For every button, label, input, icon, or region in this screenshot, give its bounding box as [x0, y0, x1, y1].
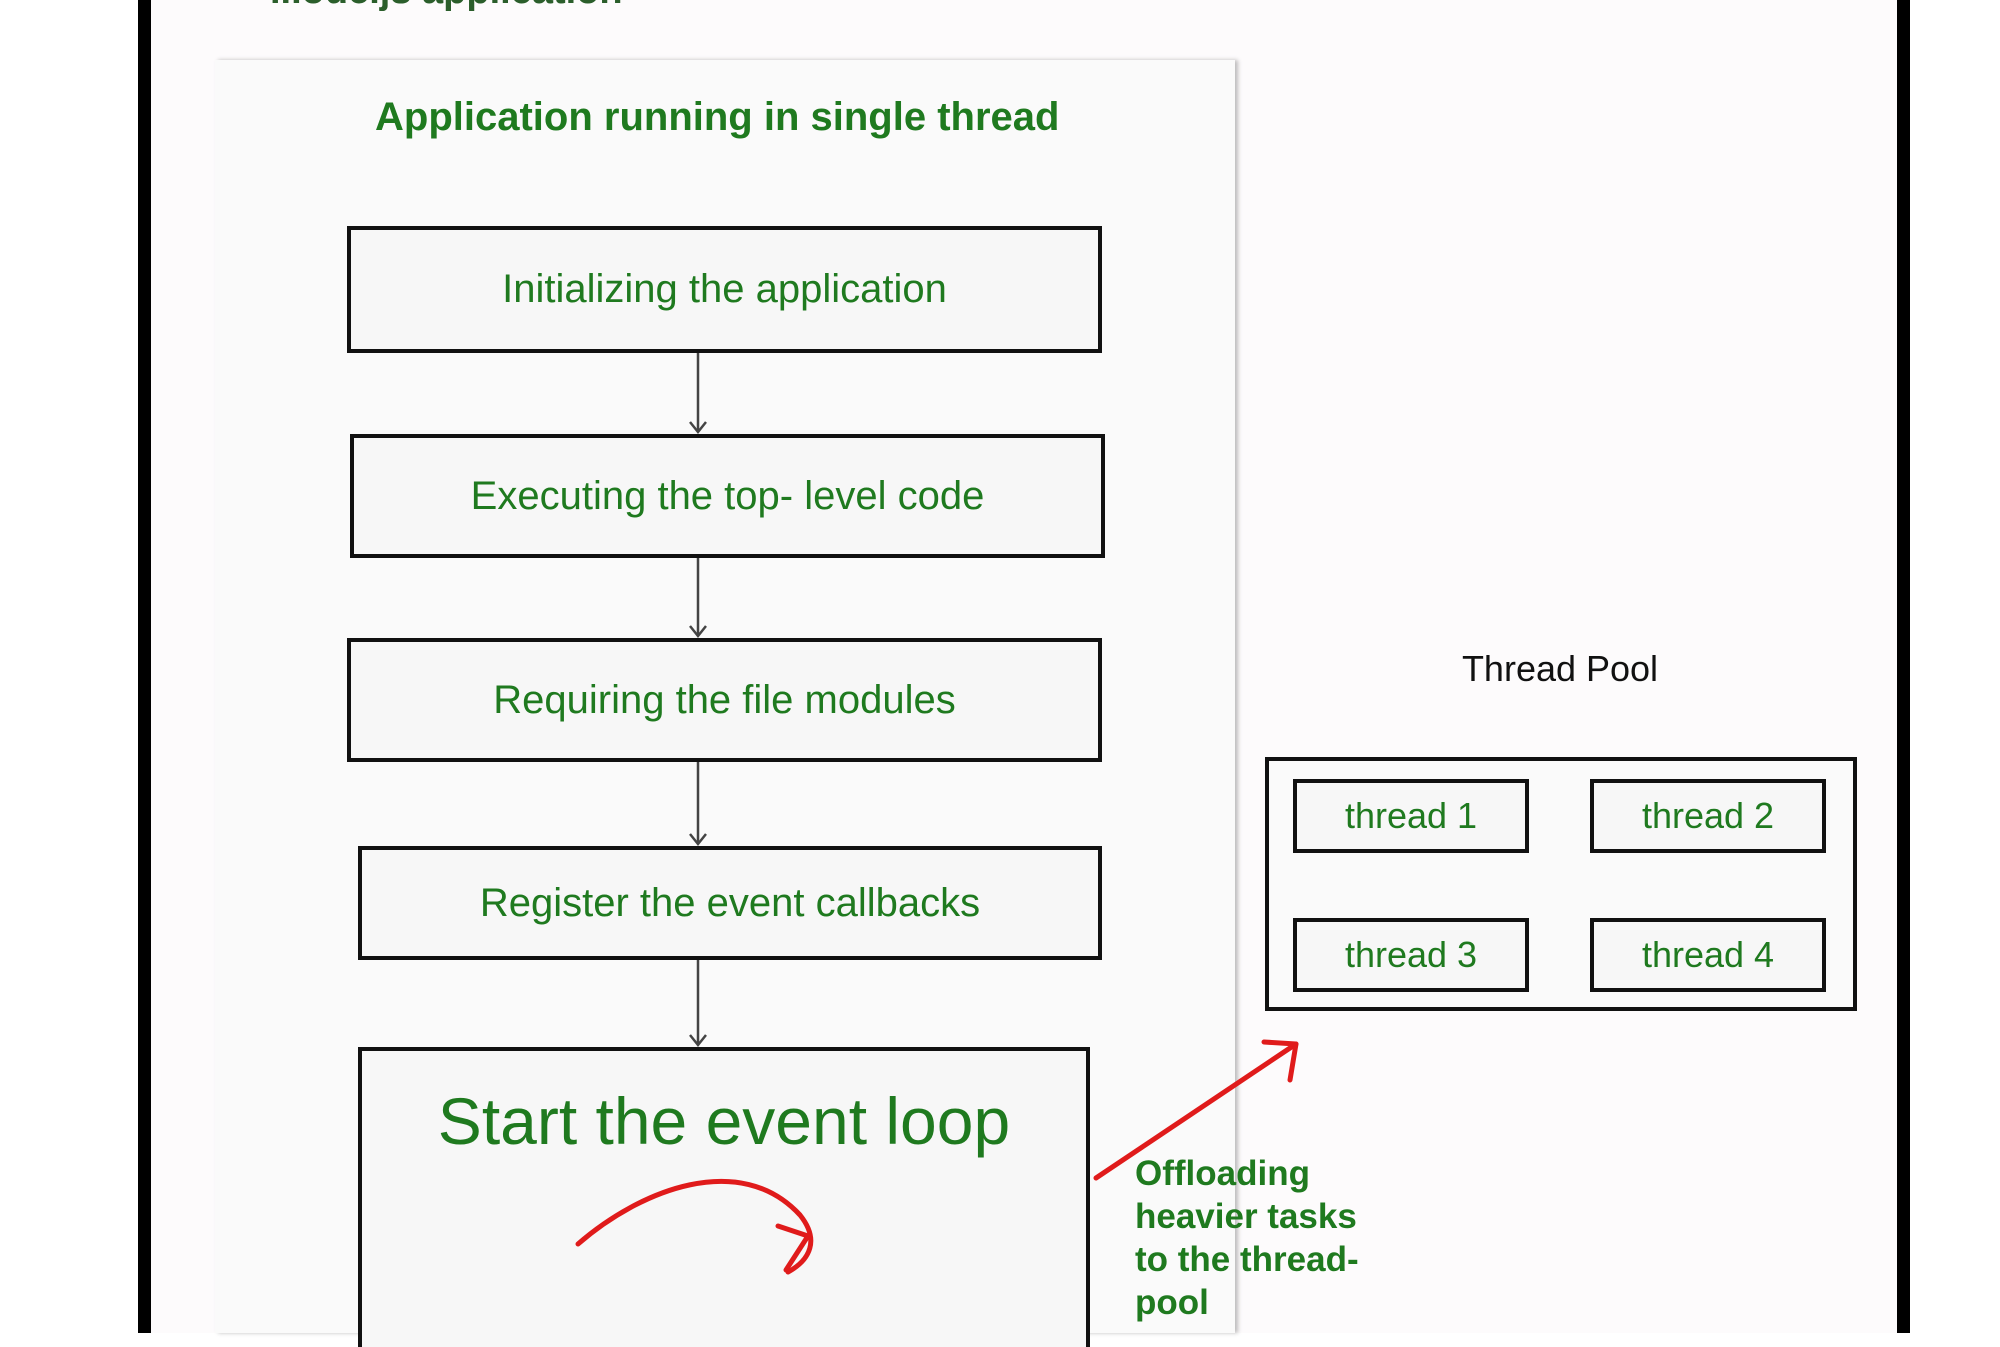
offload-arrowhead-icon	[1261, 1039, 1299, 1083]
arrowhead-icon	[689, 625, 707, 639]
thread-label: thread 2	[1641, 795, 1775, 836]
thread-4-box: thread 4	[1590, 918, 1826, 992]
frame-left-border	[138, 0, 151, 1333]
step-register-callbacks: Register the event callbacks	[358, 846, 1102, 960]
thread-label: thread 4	[1641, 934, 1775, 975]
step-label: Executing the top- level code	[470, 473, 985, 518]
thread-label: thread 3	[1344, 934, 1478, 975]
arrowhead-icon	[689, 421, 707, 435]
frame-right-border	[1897, 0, 1910, 1333]
loop-curve-arrow-icon	[575, 1178, 814, 1275]
thread-label: thread 1	[1344, 795, 1478, 836]
event-loop-label: Start the event loop	[437, 1084, 1011, 1158]
thread-3-box: thread 3	[1293, 918, 1529, 992]
step-require-modules: Requiring the file modules	[347, 638, 1102, 762]
flow-arrows	[689, 353, 707, 1048]
thread-2-box: thread 2	[1590, 779, 1826, 853]
step-label: Register the event callbacks	[479, 880, 981, 925]
thread-1-box: thread 1	[1293, 779, 1529, 853]
step-label: Requiring the file modules	[493, 677, 956, 722]
arrowhead-icon	[689, 1034, 707, 1048]
cut-off-heading: ...ode.js application	[270, 0, 623, 12]
arrowhead-icon	[689, 833, 707, 847]
offload-arrow-icon	[1093, 1041, 1299, 1181]
offload-annotation: Offloading heavier tasks to the thread-p…	[1135, 1154, 1359, 1322]
thread-pool-box: thread 1 thread 2 thread 3 thread 4	[1265, 757, 1857, 1011]
loop-arrowhead-icon	[775, 1223, 811, 1273]
panel-title: Application running in single thread	[375, 95, 1060, 139]
thread-pool-title: Thread Pool	[1461, 648, 1659, 689]
event-loop-box: Start the event loop	[358, 1047, 1090, 1347]
red-annotations	[575, 1039, 1299, 1275]
step-execute-top-level: Executing the top- level code	[350, 434, 1105, 558]
step-label: Initializing the application	[502, 267, 947, 311]
step-initialize: Initializing the application	[347, 226, 1102, 353]
